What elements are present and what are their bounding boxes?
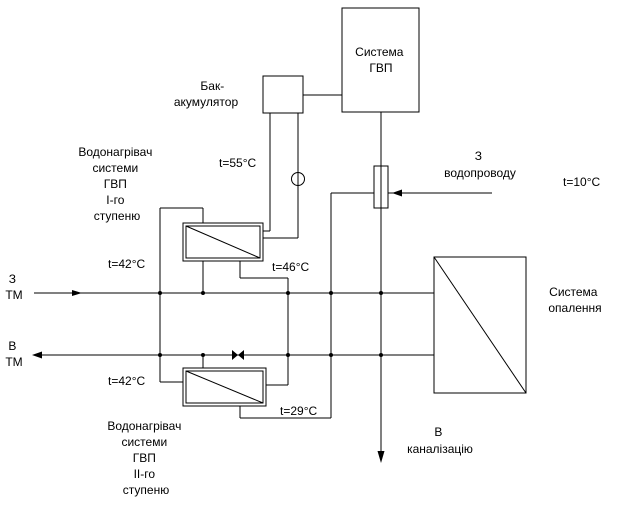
supply-arrow (72, 290, 82, 296)
temp-stage2-left: t=42°C (108, 374, 145, 388)
temp-cold-water: t=10°C (563, 175, 600, 189)
from-heat-network-label: З ТМ (5, 272, 22, 302)
dhw-system-label: Система ГВП (355, 45, 407, 75)
valve-left (232, 350, 238, 360)
cold-water-arrow (392, 189, 402, 197)
temp-tank-outlet: t=55°C (219, 156, 256, 170)
heater-stage2-label: Водонагрівач системи ГВП II-го ступеню (107, 419, 184, 497)
temp-stage1-left: t=42°C (108, 257, 145, 271)
storage-tank-box (262, 75, 304, 114)
heater-stage1-label: Водонагрівач системи ГВП I-го ступеню (78, 145, 155, 223)
heating-system-diagonal (433, 256, 527, 394)
valve-right (238, 350, 244, 360)
dhw-system-box (341, 7, 420, 113)
temp-stage1-bottom: t=46°C (272, 260, 309, 274)
sewer-arrow (377, 451, 385, 463)
return-arrow (32, 351, 42, 359)
to-sewer-label: В каналізацію (407, 425, 473, 456)
to-heat-network-label: В ТМ (5, 339, 22, 369)
water-supply-label: З водопроводу (444, 149, 516, 180)
heating-system-label: Система опалення (548, 285, 601, 315)
storage-tank-label: Бак- акумулятор (174, 79, 239, 109)
temp-stage2-bottom: t=29°C (280, 404, 317, 418)
